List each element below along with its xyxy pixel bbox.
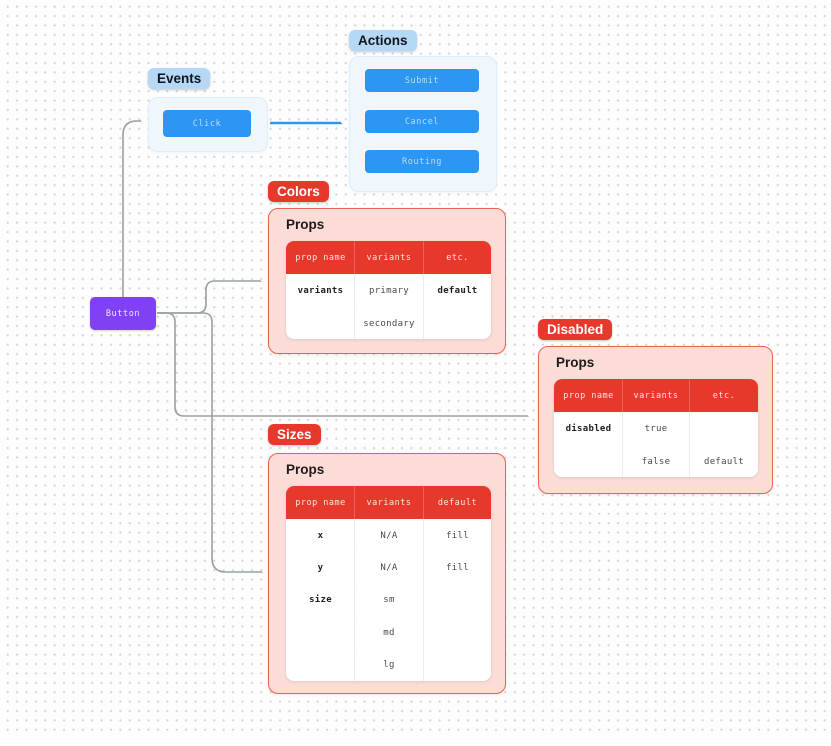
button-node[interactable]: Button bbox=[90, 297, 156, 330]
column-header: default bbox=[423, 486, 491, 519]
connector-button-to-events[interactable] bbox=[122, 120, 141, 297]
sizes-props-card[interactable]: Props prop name variants default x N/A f… bbox=[268, 453, 506, 694]
table-cell: true bbox=[622, 412, 689, 445]
routing-button[interactable]: Routing bbox=[365, 150, 479, 173]
cancel-button[interactable]: Cancel bbox=[365, 110, 479, 133]
disabled-tag[interactable]: Disabled bbox=[538, 319, 613, 340]
column-header: prop name bbox=[554, 379, 622, 412]
colors-tag[interactable]: Colors bbox=[268, 181, 329, 202]
table-cell: default bbox=[689, 445, 758, 477]
actions-tag[interactable]: Actions bbox=[349, 30, 417, 51]
table-cell: variants bbox=[297, 286, 344, 296]
disabled-props-card[interactable]: Props prop name variants etc. disabled t… bbox=[538, 346, 773, 494]
column-header: etc. bbox=[423, 241, 491, 274]
colors-props-heading: Props bbox=[286, 217, 325, 232]
colors-props-table[interactable]: prop name variants etc. variants primary… bbox=[286, 241, 491, 339]
connector-button-to-sizes[interactable] bbox=[157, 312, 262, 572]
table-cell bbox=[423, 648, 491, 681]
events-tag[interactable]: Events bbox=[148, 68, 211, 89]
table-cell bbox=[286, 616, 354, 648]
table-cell: lg bbox=[354, 648, 423, 681]
table-cell: secondary bbox=[354, 307, 423, 339]
disabled-props-heading: Props bbox=[556, 355, 595, 370]
column-header: variants bbox=[354, 241, 423, 274]
table-cell bbox=[423, 616, 491, 649]
disabled-props-table[interactable]: prop name variants etc. disabled true fa… bbox=[554, 379, 758, 477]
colors-props-card[interactable]: Props prop name variants etc. variants p… bbox=[268, 208, 506, 354]
table-cell: y bbox=[317, 563, 324, 574]
column-header: variants bbox=[354, 486, 423, 519]
sizes-tag[interactable]: Sizes bbox=[268, 424, 321, 445]
table-cell bbox=[423, 583, 491, 617]
table-cell: primary bbox=[354, 274, 423, 307]
table-cell: fill bbox=[423, 551, 491, 584]
submit-button[interactable]: Submit bbox=[365, 69, 479, 92]
table-cell bbox=[423, 307, 491, 339]
sizes-props-heading: Props bbox=[286, 462, 325, 477]
column-header: etc. bbox=[689, 379, 758, 412]
table-cell bbox=[689, 412, 758, 445]
table-cell bbox=[286, 307, 354, 339]
table-cell: x bbox=[317, 530, 324, 541]
connector-button-to-colors[interactable] bbox=[157, 280, 261, 314]
column-header: variants bbox=[622, 379, 689, 412]
table-cell: md bbox=[354, 616, 423, 649]
table-cell: disabled bbox=[565, 424, 612, 434]
sizes-props-table[interactable]: prop name variants default x N/A fill y … bbox=[286, 486, 491, 681]
table-cell: size bbox=[309, 595, 332, 606]
table-cell: fill bbox=[423, 519, 491, 552]
table-cell: default bbox=[423, 274, 491, 307]
table-cell bbox=[554, 445, 622, 477]
click-button[interactable]: Click bbox=[163, 110, 251, 137]
column-header: prop name bbox=[286, 486, 354, 519]
table-cell: sm bbox=[354, 583, 423, 617]
table-cell bbox=[286, 649, 354, 681]
table-cell: N/A bbox=[354, 519, 423, 552]
table-cell: false bbox=[622, 445, 689, 477]
column-header: prop name bbox=[286, 241, 354, 274]
canvas-bottom-margin bbox=[0, 737, 831, 746]
table-cell: N/A bbox=[354, 551, 423, 584]
